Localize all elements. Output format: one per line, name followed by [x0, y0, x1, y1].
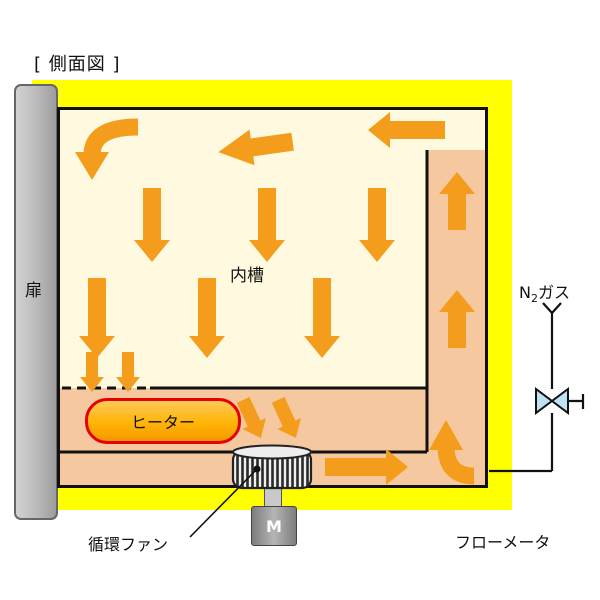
heater: ヒーター: [85, 398, 241, 444]
diagram-title: [ 側面図 ]: [34, 54, 121, 75]
valve-icon: [535, 387, 554, 415]
door-label: 扉: [25, 281, 42, 301]
inner-tank-top-extension: [427, 110, 485, 150]
motor: M: [251, 506, 297, 546]
inner-tank-label: 内槽: [230, 266, 264, 286]
valve-icon: [550, 387, 569, 415]
inner-tank: [60, 110, 427, 388]
fan-label: 循環ファン: [88, 535, 169, 554]
n2-gas-label-main: N: [519, 283, 531, 302]
n2-gas-label: N2ガス: [519, 279, 570, 305]
heater-label: ヒーター: [130, 413, 195, 432]
door: [14, 84, 58, 520]
motor-label: M: [266, 516, 282, 536]
valve-stem: [568, 394, 585, 409]
n2-gas-label-sub: 2: [530, 292, 538, 306]
n2-gas-label-rest: ガス: [537, 283, 570, 302]
flow-meter-label: フローメータ: [455, 533, 551, 552]
